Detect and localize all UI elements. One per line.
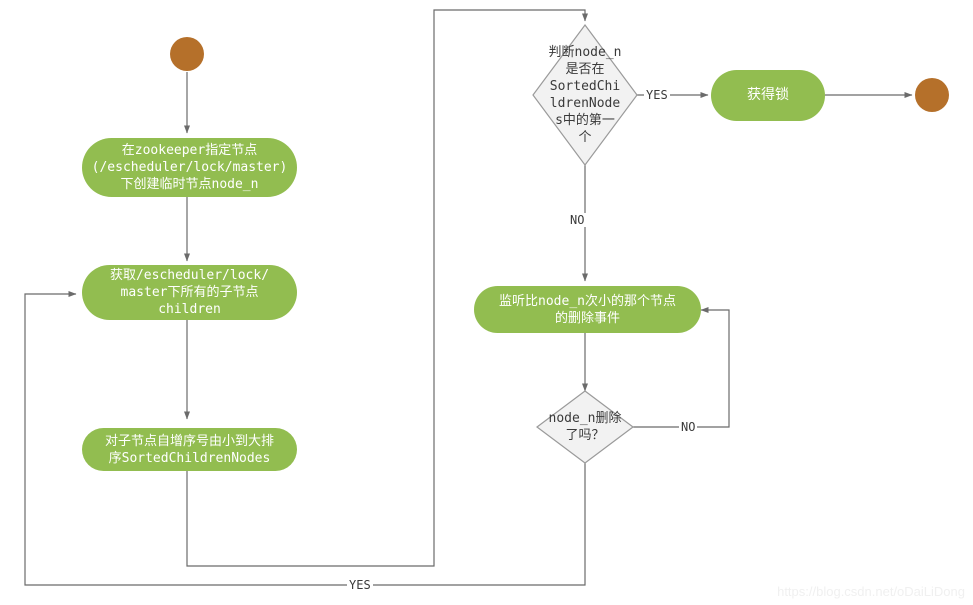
start-terminal[interactable] [170,37,204,71]
process-create-node[interactable]: 在zookeeper指定节点 (/escheduler/lock/master)… [82,138,297,197]
end-terminal[interactable] [915,78,949,112]
process-get-children[interactable]: 获取/escheduler/lock/ master下所有的子节点 childr… [82,265,297,320]
edge-label-deleted-no: NO [679,420,698,434]
process-sort-children[interactable]: 对子节点自增序号由小到大排 序SortedChildrenNodes [82,428,297,471]
process-watch-previous-node[interactable]: 监听比node_n次小的那个节点 的删除事件 [474,286,701,333]
edge-label-first-no: NO [568,213,587,227]
edge-sort-to-checkfirst [186,9,588,567]
edge-label-deleted-yes: YES [347,578,373,592]
decision-check-first-shape[interactable] [532,23,638,167]
edge-label-first-yes: YES [644,88,670,102]
watermark: https://blog.csdn.net/oDaiLiDong [777,584,965,599]
edge-checkdeleted-yes [24,291,586,586]
process-acquire-lock[interactable]: 获得锁 [711,70,825,121]
decision-check-deleted-shape[interactable] [536,390,634,464]
